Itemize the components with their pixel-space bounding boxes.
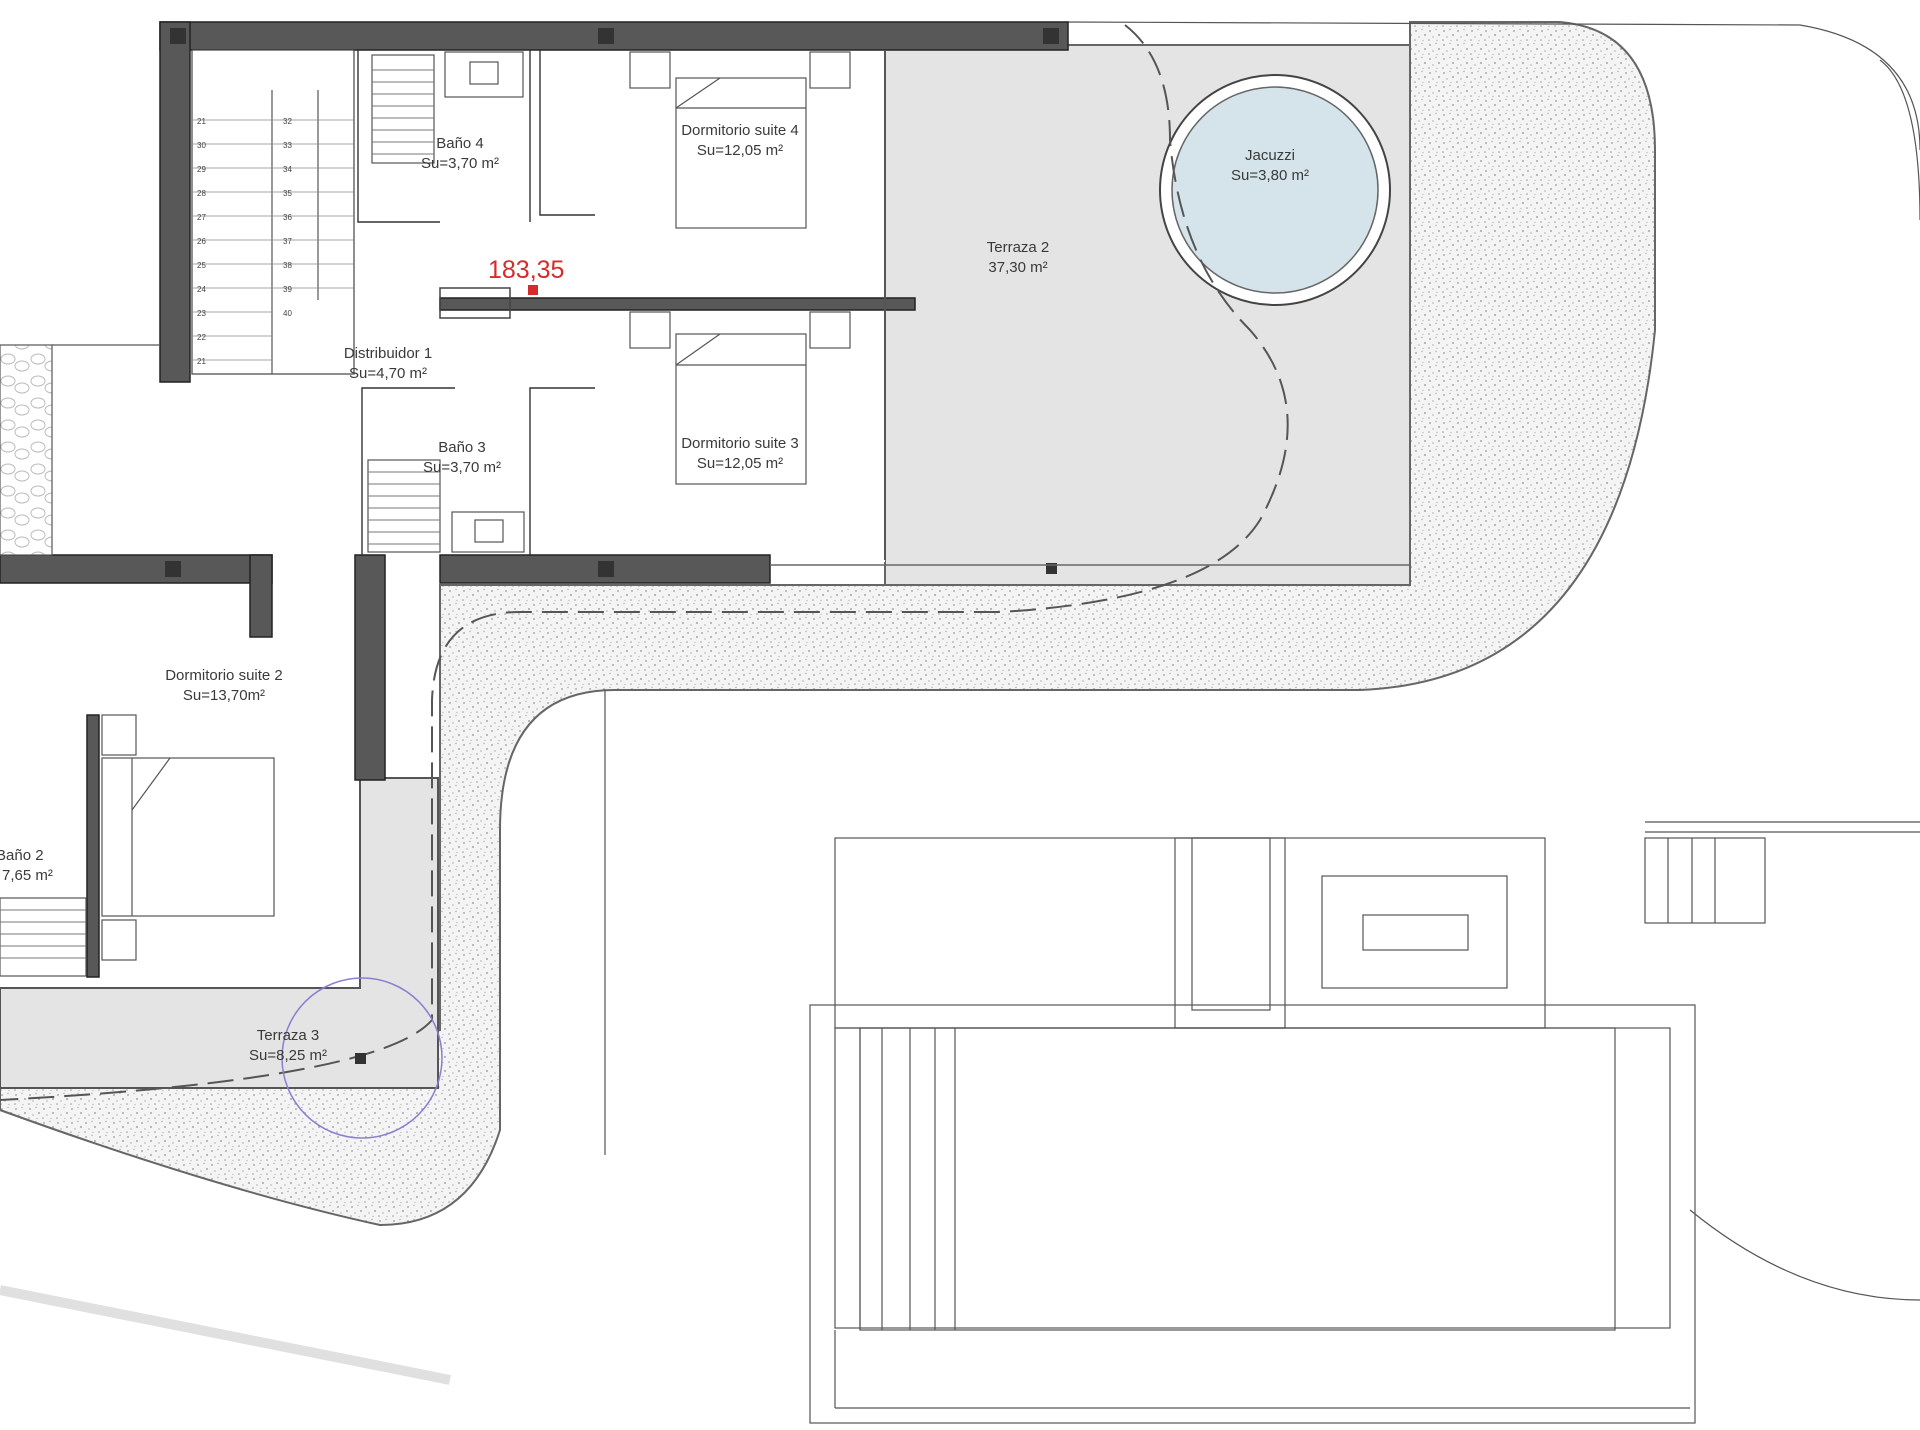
room-name-terraza-3: Terraza 3 <box>257 1027 320 1044</box>
jacuzzi-water <box>1171 86 1379 294</box>
room-area-terraza-3: Su=8,25 m² <box>249 1047 327 1064</box>
room-area-terraza-2: 37,30 m² <box>988 259 1047 276</box>
room-name-bano-2: Baño 2 <box>0 847 44 864</box>
room-name-suite-3: Dormitorio suite 3 <box>681 435 799 452</box>
column <box>598 28 614 44</box>
lot-lower-diagonal <box>0 1285 451 1385</box>
lot-lower-curve <box>1689 1209 1920 1301</box>
room-area-suite-3: Su=12,05 m² <box>697 455 783 472</box>
lot-boundary-curve <box>1064 21 1920 151</box>
stair-number: 22 <box>197 333 206 342</box>
stair-number: 27 <box>197 213 206 222</box>
left-landing <box>0 344 53 556</box>
stair-number: 32 <box>283 117 292 126</box>
stair-number: 21 <box>197 117 206 126</box>
wall-bedrooms-divider <box>439 297 916 311</box>
suite-2-interior <box>0 590 360 990</box>
room-name-jacuzzi: Jacuzzi <box>1245 147 1295 164</box>
stair-number: 40 <box>283 309 292 318</box>
stair-number: 25 <box>197 261 206 270</box>
room-area-distribuidor-1: Su=4,70 m² <box>349 365 427 382</box>
bed-suite-4 <box>629 51 851 229</box>
room-name-distribuidor-1: Distribuidor 1 <box>344 345 432 362</box>
washbasin-bano-4 <box>444 51 524 98</box>
room-name-bano-4: Baño 4 <box>436 135 484 152</box>
column <box>1046 563 1057 574</box>
stair-number: 26 <box>197 237 206 246</box>
pool-structure <box>809 837 1696 1424</box>
stair-number: 36 <box>283 213 292 222</box>
wall-corridor-vertical <box>354 554 386 781</box>
column <box>355 1053 366 1064</box>
column <box>165 561 181 577</box>
washbasin-bano-4-inner <box>469 61 499 85</box>
stair-number: 38 <box>283 261 292 270</box>
bano-3-walls <box>361 387 595 555</box>
room-name-terraza-2: Terraza 2 <box>987 239 1050 256</box>
distribuidor-bar <box>439 287 511 319</box>
shower-bano-4 <box>371 54 435 164</box>
column <box>170 28 186 44</box>
stair-number: 28 <box>197 189 206 198</box>
pool-steps <box>1644 821 1920 924</box>
room-area-suite-4: Su=12,05 m² <box>697 142 783 159</box>
shower-bano-2 <box>0 897 87 977</box>
room-area-jacuzzi: Su=3,80 m² <box>1231 167 1309 184</box>
column <box>598 561 614 577</box>
room-area-bano-4: Su=3,70 m² <box>421 155 499 172</box>
stair-step-numbers-right: 32 33 34 35 36 37 38 39 40 <box>283 117 292 318</box>
bed-suite-2 <box>101 714 275 961</box>
bed-suite-3 <box>629 311 851 485</box>
room-area-bano-3: Su=3,70 m² <box>423 459 501 476</box>
room-name-bano-3: Baño 3 <box>438 439 486 456</box>
bano-4-walls <box>357 50 595 223</box>
stair-number: 39 <box>283 285 292 294</box>
wall-middle-horizontal <box>0 554 273 584</box>
room-area-bano-2: 7,65 m² <box>2 867 53 884</box>
door-swing-circle <box>281 977 443 1139</box>
staircase <box>191 49 355 375</box>
stair-number: 34 <box>283 165 292 174</box>
stair-number: 24 <box>197 285 206 294</box>
stair-number: 35 <box>283 189 292 198</box>
stair-number: 21 <box>197 357 206 366</box>
shower-bano-3 <box>367 459 441 553</box>
wall-bath2-vertical <box>86 714 100 978</box>
elevation-label: 183,35 <box>488 256 564 284</box>
stair-number: 37 <box>283 237 292 246</box>
gravel-border-area <box>0 21 1656 1227</box>
elevation-marker <box>528 285 538 295</box>
stair-number: 23 <box>197 309 206 318</box>
stair-step-numbers-left: 21 30 29 28 27 26 25 24 23 22 21 <box>197 117 206 366</box>
wall-lower-left-stub <box>249 554 273 638</box>
room-area-suite-2: Su=13,70m² <box>183 687 265 704</box>
room-name-suite-4: Dormitorio suite 4 <box>681 122 799 139</box>
column <box>1043 28 1059 44</box>
wall-left-vertical <box>159 21 191 383</box>
stair-number: 30 <box>197 141 206 150</box>
room-name-suite-2: Dormitorio suite 2 <box>165 667 283 684</box>
lot-boundary-right <box>1879 59 1920 221</box>
washbasin-bano-3 <box>451 511 525 553</box>
washbasin-bano-3-inner <box>474 519 504 543</box>
stair-number: 33 <box>283 141 292 150</box>
dashed-walkway-line <box>0 24 1289 1101</box>
terraza-3-floor <box>0 777 439 1089</box>
stair-number: 29 <box>197 165 206 174</box>
